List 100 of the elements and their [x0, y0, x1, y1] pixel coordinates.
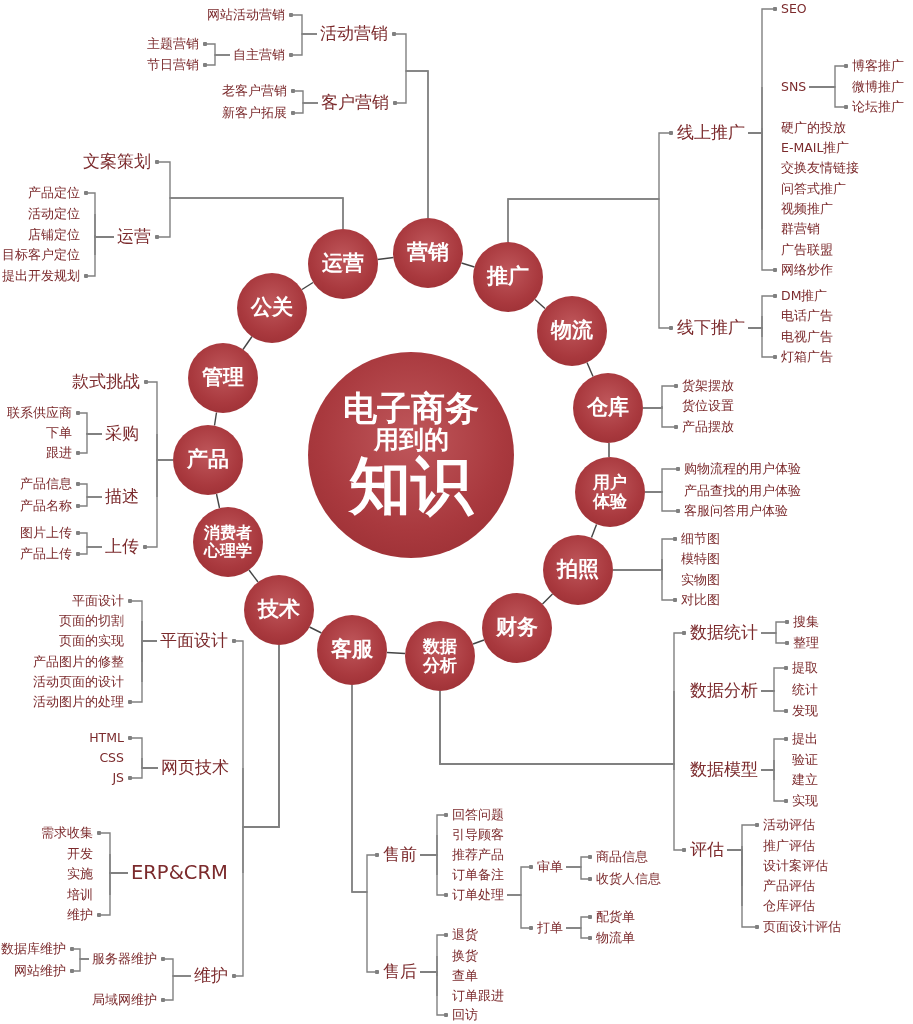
- item-label: 网站活动营销: [207, 7, 285, 23]
- item-label: 视频推广: [781, 201, 833, 217]
- topic-label: 维护: [194, 966, 228, 986]
- topic-label: 平面设计: [160, 631, 228, 651]
- item-label: 配货单: [596, 909, 635, 925]
- item-label: CSS: [99, 750, 124, 766]
- item-label: 电视广告: [781, 329, 833, 345]
- item-label: 数据库维护: [1, 941, 66, 957]
- item-label: 实物图: [681, 572, 720, 588]
- item-label: 物流单: [596, 930, 635, 946]
- connector-line: [760, 632, 790, 646]
- connector-line: [726, 849, 760, 930]
- topic-label: 数据统计: [690, 623, 758, 643]
- item-label: 平面设计: [72, 593, 124, 609]
- item-label: 打单: [537, 920, 563, 936]
- item-label: 货位设置: [682, 398, 734, 414]
- connector-line: [808, 86, 849, 110]
- item-label: 开发: [67, 846, 93, 862]
- connector-line: [75, 496, 103, 509]
- item-label: 页面设计评估: [763, 919, 841, 935]
- connector-line: [565, 866, 593, 882]
- connector-line: [565, 927, 593, 941]
- connector-line: [376, 256, 395, 261]
- item-label: 服务器维护: [92, 951, 157, 967]
- topic-label: 文案策划: [83, 152, 151, 172]
- item-label: 产品名称: [20, 498, 72, 514]
- item-label: 网站维护: [14, 963, 66, 979]
- item-label: 广告联盟: [781, 242, 833, 258]
- item-label: 产品信息: [20, 476, 72, 492]
- topic-circle: 公关: [237, 273, 307, 343]
- item-label: 换货: [452, 948, 478, 964]
- item-label: 自主营销: [233, 47, 285, 63]
- item-label: 客服问答用户体验: [684, 503, 788, 519]
- item-label: 网络炒作: [781, 262, 833, 278]
- item-label: 整理: [793, 635, 819, 651]
- item-label: 图片上传: [20, 525, 72, 541]
- item-label: 推荐产品: [452, 847, 504, 863]
- item-label: 查单: [452, 968, 478, 984]
- item-label: 产品查找的用户体验: [684, 483, 801, 499]
- topic-label: 客户营销: [321, 93, 389, 113]
- item-label: 实现: [792, 793, 818, 809]
- item-label: 群营销: [781, 221, 820, 237]
- topic-label: 售前: [383, 845, 417, 865]
- topic-circle: 拍照: [543, 535, 613, 605]
- topic-circle: 仓库: [573, 373, 643, 443]
- topic-label: 上传: [105, 537, 139, 557]
- subheading-text: 用到的: [373, 426, 449, 454]
- topic-circle: 用户体验: [575, 457, 645, 527]
- item-label: 老客户营销: [222, 83, 287, 99]
- item-label: JS: [112, 770, 124, 786]
- item-label: 店铺定位: [28, 227, 80, 243]
- item-label: 模特图: [681, 551, 720, 567]
- topic-circle: 产品: [173, 425, 243, 495]
- connector-line: [127, 767, 159, 781]
- item-label: 维护: [67, 907, 93, 923]
- item-label: 提取: [792, 660, 818, 676]
- item-label: 灯箱广告: [781, 349, 833, 365]
- item-label: 回答问题: [452, 807, 504, 823]
- topic-circle: 客服: [317, 615, 387, 685]
- connector-line: [83, 236, 115, 279]
- item-label: 货架摆放: [682, 378, 734, 394]
- connector-line: [419, 854, 449, 898]
- item-label: 引导顾客: [452, 827, 504, 843]
- item-label: 论坛推广: [852, 99, 904, 115]
- topic-label: 售后: [383, 962, 417, 982]
- item-label: 推广评估: [763, 838, 815, 854]
- item-label: 商品信息: [596, 849, 648, 865]
- item-label: 统计: [792, 682, 818, 698]
- item-label: 收货人信息: [596, 871, 661, 887]
- topic-label: 描述: [105, 487, 139, 507]
- topic-label: 数据分析: [690, 681, 758, 701]
- topic-label: 线下推广: [677, 318, 745, 338]
- item-label: 博客推广: [852, 58, 904, 74]
- connector-line: [386, 651, 406, 655]
- item-label: 产品上传: [20, 546, 72, 562]
- topic-label: 评估: [690, 840, 724, 860]
- item-label: 活动定位: [28, 206, 80, 222]
- item-label: 电话广告: [781, 308, 833, 324]
- item-label: 产品摆放: [682, 419, 734, 435]
- item-label: 产品评估: [763, 878, 815, 894]
- heading-text: 电子商务: [343, 389, 479, 427]
- topic-circle: 物流: [537, 296, 607, 366]
- topic-label: 数据模型: [690, 760, 758, 780]
- item-label: 产品定位: [28, 185, 80, 201]
- connector-line: [612, 569, 678, 603]
- connector-line: [760, 690, 789, 714]
- topic-label: 款式挑战: [72, 372, 140, 392]
- item-label: 订单处理: [452, 887, 504, 903]
- keyword-text: 知识: [349, 453, 473, 521]
- connector-line: [644, 491, 681, 514]
- item-label: 验证: [792, 752, 818, 768]
- topic-label: ERP&CRM: [131, 861, 228, 885]
- item-label: 发现: [792, 703, 818, 719]
- connector-line: [506, 894, 534, 931]
- item-label: 目标客户定位: [2, 247, 80, 263]
- item-label: 设计案评估: [763, 858, 828, 874]
- item-label: 提出开发规划: [2, 268, 80, 284]
- connector-line: [760, 769, 789, 804]
- item-label: 搜集: [793, 614, 819, 630]
- item-label: 对比图: [681, 592, 720, 608]
